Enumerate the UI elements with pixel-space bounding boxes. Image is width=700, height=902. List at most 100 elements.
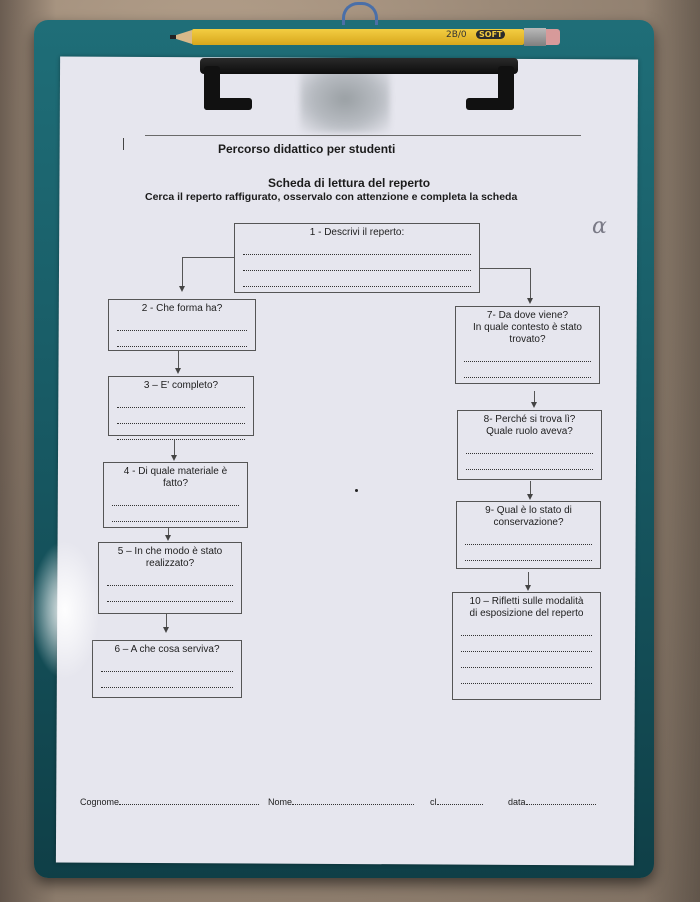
pencil-ferrule	[524, 28, 546, 46]
answer-line[interactable]	[461, 641, 592, 652]
question-box-2: 2 - Che forma ha?	[108, 299, 256, 351]
worksheet-instruction: Cerca il reperto raffigurato, osservalo …	[145, 191, 517, 203]
question-box-6: 6 – A che cosa serviva?	[92, 640, 242, 698]
class-input[interactable]	[437, 796, 483, 805]
answer-line[interactable]	[461, 657, 592, 668]
arrow-down-icon	[171, 455, 177, 461]
arrow-down-icon	[165, 535, 171, 541]
question-text: 7- Da dove viene?	[456, 307, 599, 322]
answer-line[interactable]	[243, 244, 471, 255]
worksheet-title: Scheda di lettura del reperto	[268, 176, 430, 190]
question-text: realizzato?	[99, 558, 241, 570]
question-text: 4 - Di quale materiale è	[104, 463, 247, 478]
question-box-5: 5 – In che modo è stato realizzato?	[98, 542, 242, 614]
clip-foot-right	[466, 98, 514, 110]
question-text: 9- Qual è lo stato di	[457, 502, 600, 517]
answer-line[interactable]	[466, 459, 593, 470]
pencil-eraser	[546, 29, 560, 45]
question-text: di esposizione del reperto	[453, 608, 600, 620]
connector	[530, 481, 531, 495]
clip-bar	[200, 58, 518, 74]
class-field: cl	[430, 796, 483, 807]
arrow-down-icon	[525, 585, 531, 591]
question-text: 10 – Rifletti sulle modalità	[453, 593, 600, 608]
arrow-down-icon	[527, 494, 533, 500]
answer-line[interactable]	[112, 495, 239, 506]
question-text: In quale contesto è stato	[456, 322, 599, 334]
surname-input[interactable]	[119, 796, 259, 805]
clip-foot-left	[204, 98, 252, 110]
question-box-7: 7- Da dove viene? In quale contesto è st…	[455, 306, 600, 384]
question-text: 5 – In che modo è stato	[99, 543, 241, 558]
date-input[interactable]	[526, 796, 596, 805]
answer-line[interactable]	[464, 367, 591, 378]
answer-line[interactable]	[466, 443, 593, 454]
answer-line[interactable]	[461, 625, 592, 636]
question-text: 2 - Che forma ha?	[109, 300, 255, 315]
connector	[178, 351, 179, 369]
answer-line[interactable]	[117, 413, 245, 424]
connector	[182, 257, 183, 287]
pencil-body	[192, 29, 524, 45]
connector	[166, 614, 167, 628]
name-field: Nome	[268, 796, 414, 807]
pencil-soft-label: SOFT	[476, 30, 505, 39]
question-text: Quale ruolo aveva?	[458, 426, 601, 438]
handwritten-mark: α	[592, 214, 607, 239]
pencil: 2B/0 SOFT	[170, 27, 562, 47]
pencil-lead	[170, 35, 176, 39]
question-box-4: 4 - Di quale materiale è fatto?	[103, 462, 248, 528]
course-heading: Percorso didattico per studenti	[218, 142, 395, 156]
answer-line[interactable]	[117, 336, 247, 347]
surname-label: Cognome	[80, 797, 119, 807]
connector	[480, 268, 530, 269]
answer-line[interactable]	[117, 429, 245, 440]
answer-line[interactable]	[117, 397, 245, 408]
answer-line[interactable]	[465, 550, 592, 561]
answer-line[interactable]	[101, 661, 233, 672]
question-text: 1 - Descrivi il reperto:	[235, 224, 479, 239]
question-box-8: 8- Perché si trova lì? Quale ruolo aveva…	[457, 410, 602, 480]
answer-line[interactable]	[243, 276, 471, 287]
arrow-down-icon	[527, 298, 533, 304]
pen-mark	[123, 138, 130, 150]
connector	[530, 268, 531, 300]
answer-line[interactable]	[107, 575, 233, 586]
answer-line[interactable]	[243, 260, 471, 271]
question-box-3: 3 – E' completo?	[108, 376, 254, 436]
pencil-grade: 2B/0	[446, 30, 467, 40]
question-box-10: 10 – Rifletti sulle modalità di esposizi…	[452, 592, 601, 700]
surname-field: Cognome	[80, 796, 259, 807]
connector	[182, 257, 234, 258]
question-text: 8- Perché si trova lì?	[458, 411, 601, 426]
connector	[528, 572, 529, 586]
answer-line[interactable]	[464, 351, 591, 362]
answer-line[interactable]	[107, 591, 233, 602]
clipboard-clip	[200, 50, 520, 120]
answer-line[interactable]	[101, 677, 233, 688]
date-label: data	[508, 797, 526, 807]
question-text: conservazione?	[457, 517, 600, 529]
question-text: 3 – E' completo?	[109, 377, 253, 392]
question-text: fatto?	[104, 478, 247, 490]
stray-dot	[355, 489, 358, 492]
name-label: Nome	[268, 797, 292, 807]
question-box-9: 9- Qual è lo stato di conservazione?	[456, 501, 601, 569]
question-box-1: 1 - Descrivi il reperto:	[234, 223, 480, 293]
arrow-down-icon	[531, 402, 537, 408]
name-input[interactable]	[292, 796, 414, 805]
answer-line[interactable]	[465, 534, 592, 545]
answer-line[interactable]	[461, 673, 592, 684]
answer-line[interactable]	[117, 320, 247, 331]
connector	[174, 440, 175, 456]
answer-line[interactable]	[112, 511, 239, 522]
hanging-hook	[342, 2, 378, 25]
question-text: 6 – A che cosa serviva?	[93, 641, 241, 656]
header-rule	[145, 135, 581, 136]
arrow-down-icon	[179, 286, 185, 292]
date-field: data	[508, 796, 596, 807]
light-glare	[30, 540, 100, 680]
arrow-down-icon	[163, 627, 169, 633]
arrow-down-icon	[175, 368, 181, 374]
question-text: trovato?	[456, 334, 599, 346]
